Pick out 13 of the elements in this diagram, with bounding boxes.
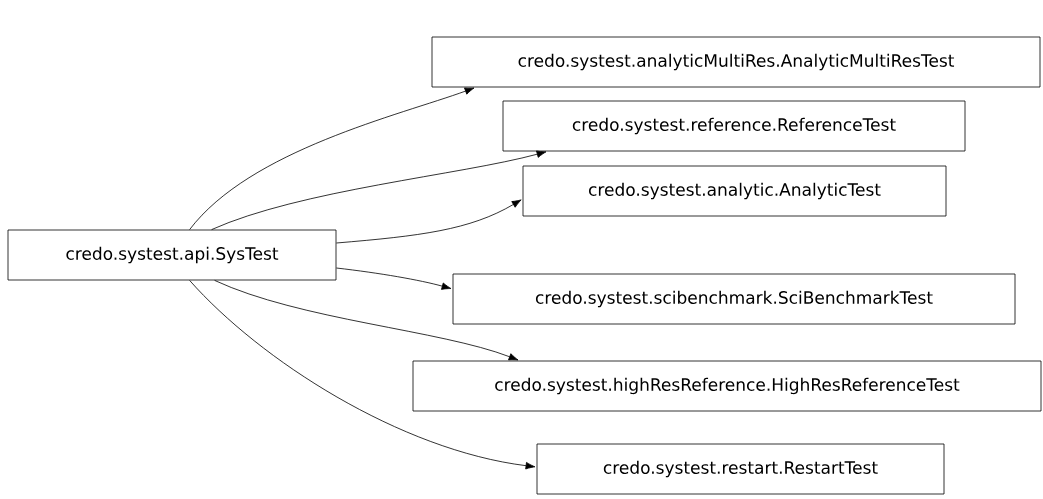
class-box: credo.systest.reference.ReferenceTest: [502, 100, 966, 152]
class-box: credo.systest.api.SysTest: [7, 229, 337, 281]
arrow: [189, 280, 536, 470]
class-box: credo.systest.scibenchmark.SciBenchmarkTest: [452, 273, 1016, 325]
arrow: [211, 150, 547, 230]
arrow: [336, 267, 452, 290]
arrow: [189, 87, 475, 230]
arrow: [214, 280, 519, 361]
class-box: credo.systest.restart.RestartTest: [536, 443, 945, 495]
class-box: credo.systest.analyticMultiRes.AnalyticMultiResTest: [431, 36, 1041, 88]
class-box: credo.systest.analytic.AnalyticTest: [522, 165, 947, 217]
class-box: credo.systest.highResReference.HighResReferenceTest: [412, 360, 1042, 412]
arrow: [336, 199, 522, 244]
